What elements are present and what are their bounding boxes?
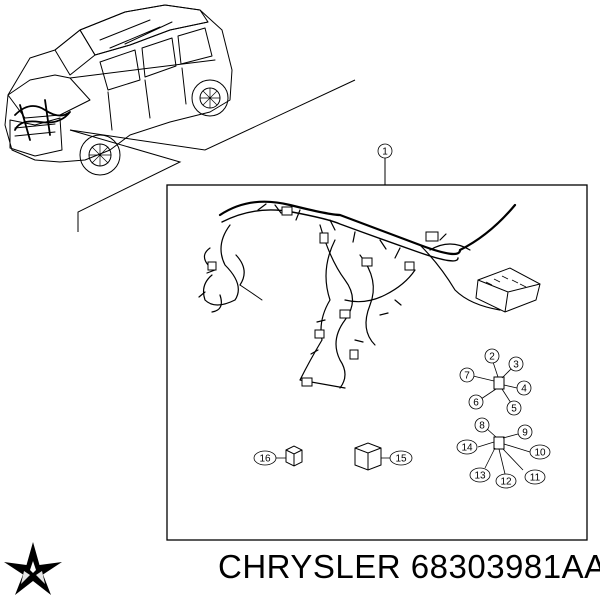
detail-frame	[166, 184, 588, 541]
svg-text:3: 3	[513, 360, 519, 371]
callout-9: 9	[517, 424, 533, 440]
zoom-leader-lines	[69, 79, 356, 232]
callout-6: 6	[468, 394, 484, 410]
svg-text:15: 15	[395, 454, 407, 465]
vehicle-illustration	[4, 4, 233, 176]
callout-13: 13	[469, 467, 491, 483]
svg-text:8: 8	[479, 421, 485, 432]
harness-connectors	[207, 206, 439, 387]
callout-7: 7	[459, 367, 475, 383]
connector-group-a	[472, 361, 518, 404]
connector-group-b	[477, 427, 531, 475]
fuse-block	[475, 267, 541, 313]
svg-text:2: 2	[489, 352, 495, 363]
callout-8: 8	[474, 417, 490, 433]
relay-small	[276, 445, 303, 467]
brand-part-label: CHRYSLER 68303981AA	[218, 548, 600, 585]
svg-text:14: 14	[461, 443, 473, 454]
svg-text:4: 4	[521, 384, 527, 395]
svg-text:13: 13	[474, 471, 486, 482]
callout-5: 5	[506, 400, 522, 416]
callout-12: 12	[495, 473, 517, 489]
callout-3: 3	[508, 356, 524, 372]
svg-text:10: 10	[534, 448, 546, 459]
callout-10: 10	[529, 444, 551, 460]
svg-text:7: 7	[464, 371, 470, 382]
callout-14: 14	[456, 439, 478, 455]
callout-1: 1	[377, 143, 393, 159]
callout-11: 11	[524, 469, 546, 485]
callout-4: 4	[516, 380, 532, 396]
svg-text:9: 9	[522, 428, 528, 439]
wiring-harness	[198, 200, 517, 389]
relay-large	[354, 442, 390, 471]
svg-text:5: 5	[511, 404, 517, 415]
svg-text:1: 1	[382, 147, 388, 158]
chrysler-pentastar-icon	[4, 542, 62, 595]
svg-text:12: 12	[500, 477, 512, 488]
svg-text:11: 11	[530, 473, 541, 484]
callout-2: 2	[484, 348, 500, 364]
callout-16: 16	[253, 450, 277, 466]
callout-15: 15	[389, 450, 413, 466]
svg-text:6: 6	[473, 398, 479, 409]
svg-text:16: 16	[259, 454, 271, 465]
